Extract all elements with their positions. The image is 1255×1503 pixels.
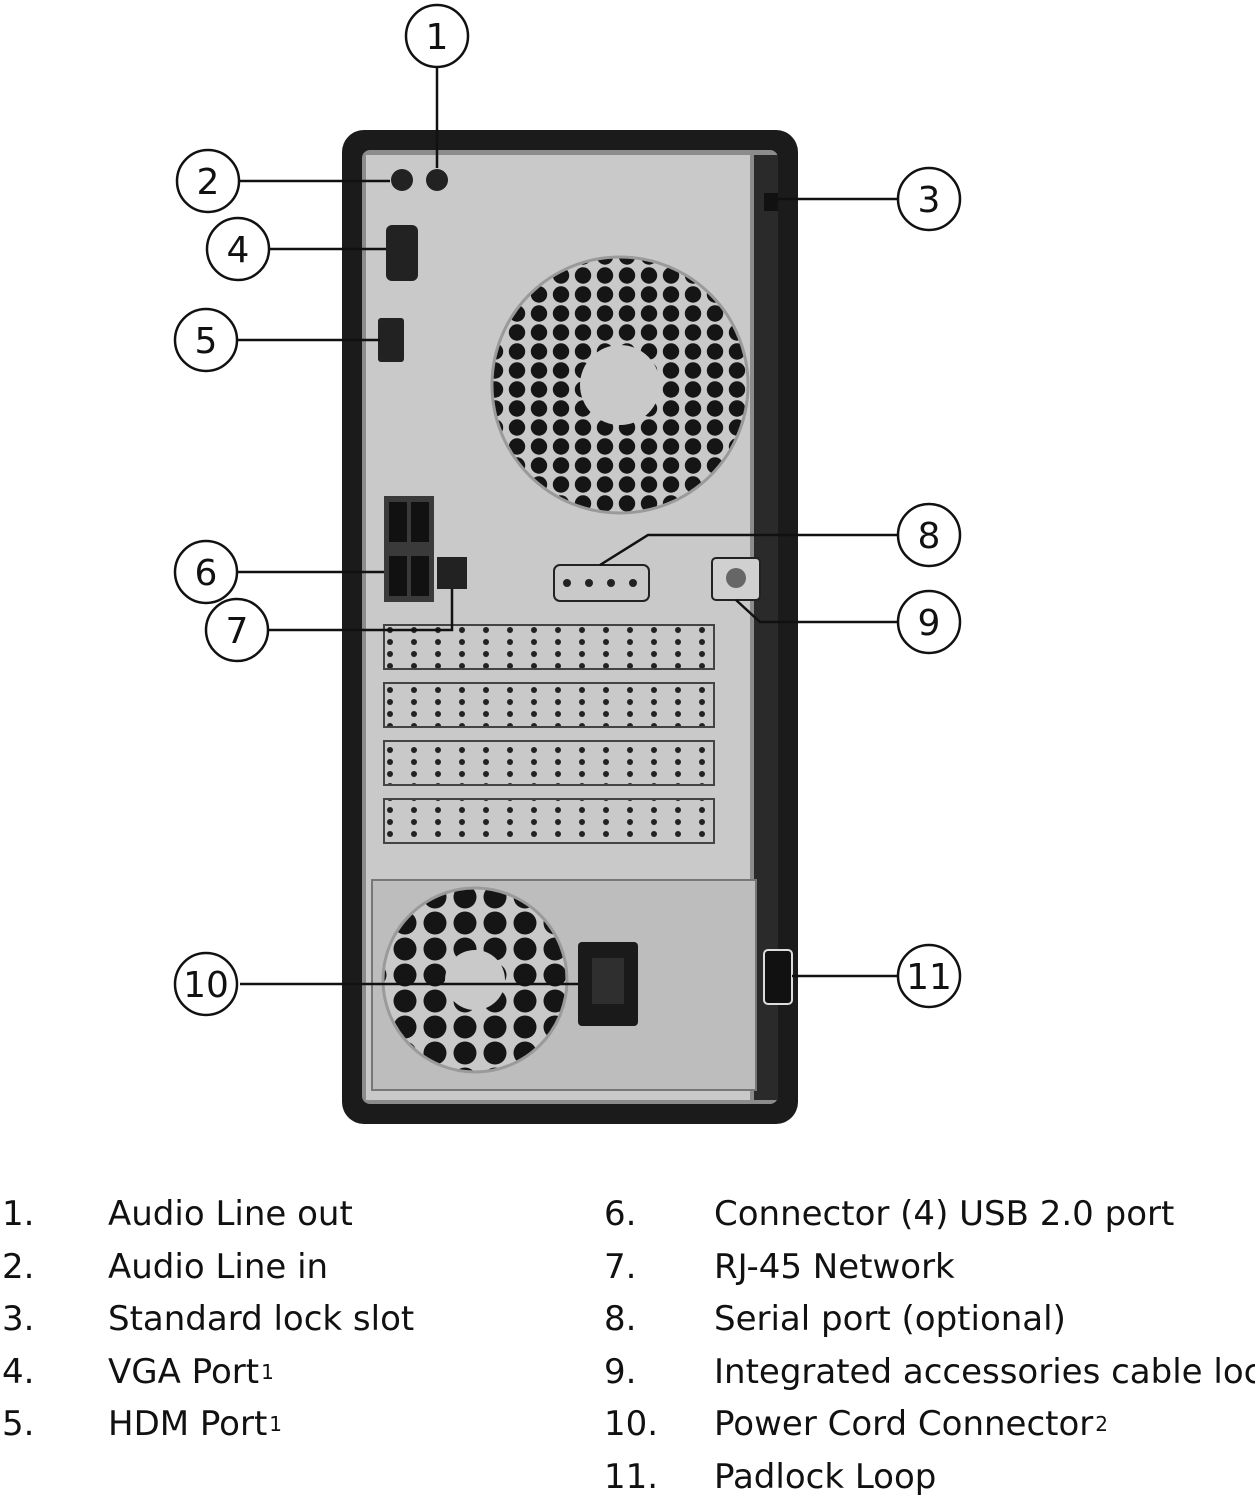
callout-label-10: 10 [183, 965, 229, 1006]
legend-item: 8. Serial port (optional) [604, 1293, 1255, 1346]
callout-label-7: 7 [226, 611, 249, 652]
lock-slot-port [764, 193, 778, 211]
legend-number: 7. [604, 1241, 714, 1294]
footnote-marker: 1 [269, 1398, 282, 1451]
legend-item: 7. RJ-45 Network [604, 1241, 1255, 1294]
usb-ports [384, 496, 434, 602]
legend-number: 5. [2, 1398, 108, 1451]
legend-text: Serial port (optional) [714, 1293, 1066, 1346]
callout-label-9: 9 [918, 603, 941, 644]
footnote-marker: 2 [1095, 1398, 1108, 1451]
legend-number: 4. [2, 1346, 108, 1399]
legend-text: Integrated accessories cable lock [714, 1346, 1255, 1399]
footnote-marker: 1 [261, 1346, 274, 1399]
hdmi-port [378, 318, 404, 362]
callout-label-1: 1 [426, 17, 449, 58]
callout-label-11: 11 [906, 957, 952, 998]
callout-label-4: 4 [227, 230, 250, 271]
legend-number: 11. [604, 1451, 714, 1503]
legend-number: 10. [604, 1398, 714, 1451]
legend-text: Connector (4) USB 2.0 port [714, 1188, 1174, 1241]
legend-text: VGA Port [108, 1346, 259, 1399]
legend-item: 3. Standard lock slot [2, 1293, 414, 1346]
legend-item: 9. Integrated accessories cable lock [604, 1346, 1255, 1399]
legend-text: Padlock Loop [714, 1451, 936, 1503]
legend-number: 1. [2, 1188, 108, 1241]
legend-number: 3. [2, 1293, 108, 1346]
legend-right-column: 6. Connector (4) USB 2.0 port 7. RJ-45 N… [604, 1188, 1255, 1503]
legend-text: HDM Port [108, 1398, 267, 1451]
callout-label-3: 3 [918, 180, 941, 221]
cable-lock [712, 558, 760, 600]
legend-text: Audio Line in [108, 1241, 328, 1294]
legend-text: RJ-45 Network [714, 1241, 955, 1294]
legend-left-column: 1. Audio Line out 2. Audio Line in 3. St… [2, 1188, 414, 1451]
system-fan [492, 257, 748, 513]
callout-label-6: 6 [195, 553, 218, 594]
legend-number: 2. [2, 1241, 108, 1294]
callout-label-2: 2 [197, 162, 220, 203]
legend-text: Power Cord Connector [714, 1398, 1093, 1451]
power-connector [578, 942, 638, 1026]
legend-number: 9. [604, 1346, 714, 1399]
padlock-loop [764, 950, 792, 1004]
rear-panel-diagram: 1 2 3 4 5 6 7 8 9 10 11 [0, 0, 1255, 1150]
legend-text: Audio Line out [108, 1188, 353, 1241]
rj45-port [437, 557, 467, 589]
callout-label-5: 5 [195, 321, 218, 362]
legend-number: 8. [604, 1293, 714, 1346]
legend-text: Standard lock slot [108, 1293, 414, 1346]
legend-item: 6. Connector (4) USB 2.0 port [604, 1188, 1255, 1241]
callout-label-8: 8 [918, 516, 941, 557]
vga-port [386, 225, 418, 281]
legend-item: 2. Audio Line in [2, 1241, 414, 1294]
legend-number: 6. [604, 1188, 714, 1241]
legend-item: 11. Padlock Loop [604, 1451, 1255, 1503]
legend-item: 1. Audio Line out [2, 1188, 414, 1241]
